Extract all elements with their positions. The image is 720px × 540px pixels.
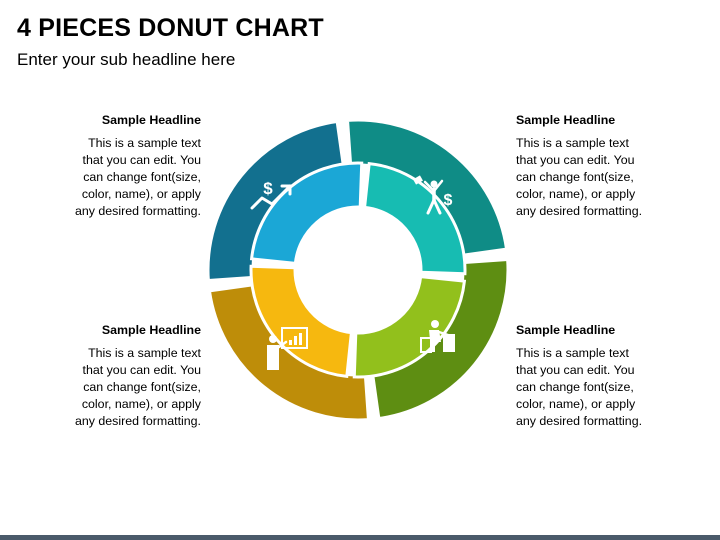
- page-subtitle: Enter your sub headline here: [17, 50, 236, 69]
- svg-text:$: $: [444, 192, 453, 209]
- body-top-right: This is a sample text that you can edit.…: [516, 136, 643, 218]
- page-title: 4 PIECES DONUT CHART: [17, 14, 324, 42]
- segment-inner-top-left: [249, 161, 364, 266]
- bottom-bar: [0, 535, 720, 540]
- text-block-top-left: Sample Headline This is a sample text th…: [21, 112, 201, 220]
- body-bottom-left: This is a sample text that you can edit.…: [74, 346, 201, 428]
- segment-inner-bottom-left: [249, 264, 354, 379]
- donut-hole: [296, 208, 420, 332]
- donut-icons: $ $: [250, 175, 455, 370]
- person-at-desk-icon: [420, 320, 455, 353]
- svg-text:$: $: [263, 179, 273, 198]
- text-block-bottom-left: Sample Headline This is a sample text th…: [21, 322, 201, 430]
- headline-top-left: Sample Headline: [101, 113, 201, 127]
- headline-bottom-right: Sample Headline: [516, 323, 616, 337]
- donut-segments: [206, 118, 510, 422]
- segment-inner-bottom-right: [352, 274, 467, 379]
- celebrating-person-dollar-icon: $: [413, 175, 453, 215]
- growth-dollar-arrow-icon: $: [250, 179, 292, 210]
- text-block-bottom-right: Sample Headline This is a sample text th…: [516, 322, 696, 430]
- headline-bottom-left: Sample Headline: [101, 323, 201, 337]
- headline-top-right: Sample Headline: [516, 113, 616, 127]
- text-block-top-right: Sample Headline This is a sample text th…: [516, 112, 696, 220]
- presenter-board-icon: [267, 327, 308, 370]
- body-top-left: This is a sample text that you can edit.…: [74, 136, 201, 218]
- body-bottom-right: This is a sample text that you can edit.…: [516, 346, 643, 428]
